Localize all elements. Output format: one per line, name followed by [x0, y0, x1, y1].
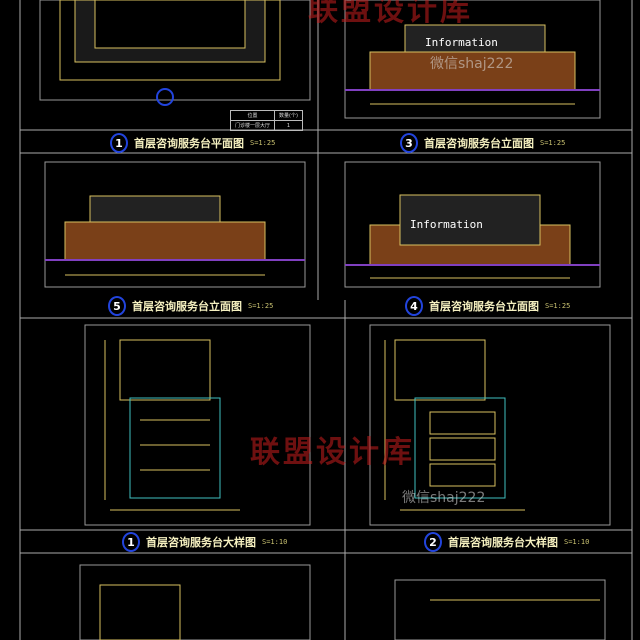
- panel-number: 4: [405, 296, 423, 316]
- scale-text: S=1:25: [545, 302, 571, 310]
- panel-title: 1 首层咨询服务台大样图 S=1:10: [122, 532, 287, 552]
- watermark-wechat: 微信shaj222: [430, 56, 514, 72]
- panel-title: 2 首层咨询服务台大样图 S=1:10: [424, 532, 589, 552]
- title-text: 首层咨询服务台立面图: [132, 300, 242, 313]
- panel-title: 5 首层咨询服务台立面图 S=1:25: [108, 296, 273, 316]
- table-header: 位置: [229, 110, 276, 121]
- information-sign: Information: [425, 36, 498, 49]
- scale-text: S=1:10: [262, 538, 288, 546]
- panel-number: 2: [424, 532, 442, 552]
- title-text: 首层咨询服务台大样图: [448, 536, 558, 549]
- panel-number: 1: [122, 532, 140, 552]
- watermark: 联盟设计库: [308, 0, 473, 28]
- table-cell: 1: [274, 120, 303, 131]
- panel-title: 4 首层咨询服务台立面图 S=1:25: [405, 296, 570, 316]
- scale-text: S=1:10: [564, 538, 590, 546]
- panel-title: 1 首层咨询服务台平面图 S=1:25: [110, 133, 275, 153]
- section-marker-icon: [156, 88, 174, 106]
- panel-number: 5: [108, 296, 126, 316]
- title-text: 首层咨询服务台大样图: [146, 536, 256, 549]
- information-sign: Information: [410, 218, 483, 231]
- scale-text: S=1:25: [248, 302, 274, 310]
- title-text: 首层咨询服务台立面图: [424, 137, 534, 150]
- scale-text: S=1:25: [250, 139, 276, 147]
- title-text: 首层咨询服务台立面图: [429, 300, 539, 313]
- scale-text: S=1:25: [540, 139, 566, 147]
- panel-number: 1: [110, 133, 128, 153]
- panel-title: 3 首层咨询服务台立面图 S=1:25: [400, 133, 565, 153]
- table-header: 数量(个): [274, 110, 303, 121]
- panel-number: 3: [400, 133, 418, 153]
- title-text: 首层咨询服务台平面图: [134, 137, 244, 150]
- watermark-wechat: 微信shaj222: [402, 490, 486, 506]
- table-cell: 门诊楼一层大厅: [229, 120, 276, 131]
- watermark: 联盟设计库: [250, 435, 415, 470]
